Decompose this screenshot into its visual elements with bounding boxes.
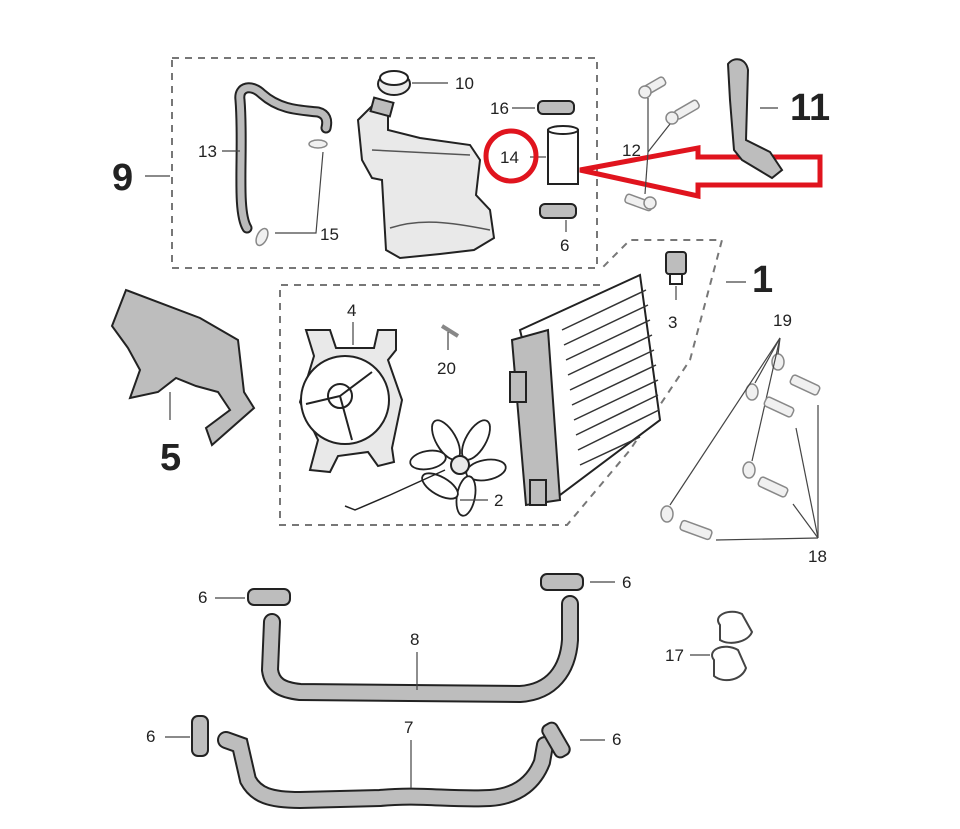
part-6-clamp-upper-right[interactable]: 6 <box>540 573 631 592</box>
svg-text:6: 6 <box>198 588 207 607</box>
expansion-tank[interactable] <box>356 96 496 260</box>
part-7-lower-hose[interactable]: 7 <box>217 718 554 810</box>
svg-text:7: 7 <box>404 718 413 737</box>
part-3-thermo-switch[interactable]: 3 <box>665 251 687 332</box>
part-10-tank-cap[interactable]: 10 <box>377 70 474 96</box>
part-15-clips[interactable]: 15 <box>254 139 339 247</box>
part-6-clamp-lower-left[interactable]: 6 <box>146 715 209 757</box>
part-17-clips[interactable]: 17 <box>665 610 754 682</box>
svg-text:11: 11 <box>790 87 830 129</box>
part-6-clamp-top[interactable]: 6 <box>539 203 577 255</box>
part-4-fan-shroud[interactable]: 4 <box>298 301 404 474</box>
svg-text:2: 2 <box>494 491 503 510</box>
part-2-fan[interactable]: 2 <box>344 416 507 517</box>
part-6-clamp-lower-right[interactable]: 6 <box>540 720 621 759</box>
svg-text:18: 18 <box>808 547 827 566</box>
svg-text:6: 6 <box>146 727 155 746</box>
part-20-screw[interactable]: 20 <box>437 324 460 378</box>
svg-text:10: 10 <box>455 74 474 93</box>
svg-text:12: 12 <box>622 141 641 160</box>
svg-text:5: 5 <box>160 437 181 479</box>
part-14-hose-sleeve[interactable]: 14 <box>483 125 579 185</box>
part-18-bolts[interactable]: 18 <box>679 374 827 566</box>
part-6-clamp-upper-left[interactable]: 6 <box>198 588 291 607</box>
part-19-washers[interactable]: 19 <box>660 311 792 523</box>
part-16-clamp[interactable]: 16 <box>490 99 575 118</box>
highlight-arrow <box>579 144 823 200</box>
part-8-upper-hose[interactable]: 8 <box>260 595 579 704</box>
svg-text:3: 3 <box>668 313 677 332</box>
highlight-circle <box>483 128 539 184</box>
part-12-screws[interactable]: 12 <box>622 76 700 212</box>
svg-text:8: 8 <box>410 630 419 649</box>
svg-text:14: 14 <box>500 148 519 167</box>
svg-text:13: 13 <box>198 142 217 161</box>
group-1-box: 1 <box>279 239 773 526</box>
svg-text:6: 6 <box>560 236 569 255</box>
svg-text:4: 4 <box>347 301 356 320</box>
part-11-bracket[interactable]: 11 <box>726 58 830 180</box>
svg-text:15: 15 <box>320 225 339 244</box>
svg-text:6: 6 <box>622 573 631 592</box>
svg-text:6: 6 <box>612 730 621 749</box>
label-9: 9 <box>112 157 133 199</box>
svg-text:19: 19 <box>773 311 792 330</box>
svg-text:16: 16 <box>490 99 509 118</box>
part-5-cover[interactable]: 5 <box>110 288 256 479</box>
svg-text:17: 17 <box>665 646 684 665</box>
svg-text:1: 1 <box>752 259 773 301</box>
part-13-overflow-hose[interactable]: 13 <box>198 82 333 234</box>
group-9-box: 9 <box>112 57 598 269</box>
part-1-radiator[interactable] <box>509 273 662 507</box>
svg-text:20: 20 <box>437 359 456 378</box>
